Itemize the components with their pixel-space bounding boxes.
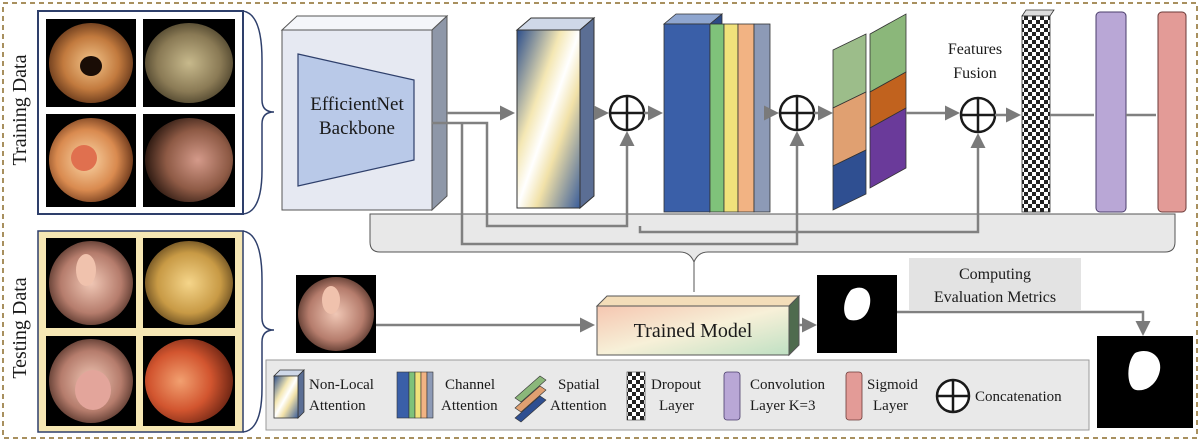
pipeline-arrows <box>432 105 1156 246</box>
legend-non-local-line1: Non-Local <box>309 377 374 393</box>
metrics-box <box>909 258 1081 310</box>
convolution-layer-block <box>1095 11 1127 213</box>
legend-conv-line2: Layer K=3 <box>750 398 816 414</box>
legend-sigmoid-line1: Sigmoid <box>867 377 918 393</box>
concat-circle-1 <box>608 94 646 132</box>
legend-sigmoid-line2: Layer <box>873 398 908 414</box>
legend-concat-label: Concatenation <box>975 389 1062 405</box>
ground-truth-mask-shape <box>1128 350 1161 391</box>
concat-circle-3 <box>959 96 997 134</box>
legend-dropout-icon <box>626 371 646 421</box>
backbone-label-line2: Backbone <box>319 118 395 139</box>
legend-conv-line1: Convolution <box>750 377 826 393</box>
legend-spatial-icon <box>514 375 547 423</box>
legend-channel-line2: Attention <box>441 398 498 414</box>
training-data-label: Training Data <box>9 54 31 165</box>
testing-image-4 <box>145 339 233 423</box>
testing-brace <box>242 230 275 433</box>
legend-non-local-line2: Attention <box>309 398 366 414</box>
backbone-label-line1: EfficientNet <box>310 94 404 115</box>
training-image-4 <box>145 118 233 202</box>
predicted-mask-shape <box>844 287 871 321</box>
legend-sigmoid-icon <box>845 371 863 421</box>
legend: Non-Local Attention Channel Attention Sp… <box>265 359 1090 431</box>
legend-dropout-line1: Dropout <box>651 377 702 393</box>
legend-spatial-line1: Spatial <box>558 377 600 393</box>
features-fusion-line1: Features <box>948 41 1002 58</box>
legend-channel-line1: Channel <box>445 377 495 393</box>
trained-model-label: Trained Model <box>634 320 753 342</box>
testing-data-label: Testing Data <box>9 277 31 378</box>
legend-channel-icon <box>396 371 434 419</box>
channel-attention-block <box>662 13 771 213</box>
legend-concat-icon <box>935 378 971 414</box>
legend-dropout-line2: Layer <box>659 398 694 414</box>
efficientnet-backbone: EfficientNet Backbone <box>280 14 449 212</box>
training-brace <box>242 10 275 215</box>
trained-model-block: Trained Model <box>595 294 801 357</box>
spatial-attention-block <box>832 13 907 211</box>
testing-images-panel <box>37 230 275 433</box>
training-feedback-band <box>369 213 1176 264</box>
training-images-panel <box>37 10 275 215</box>
legend-conv-icon <box>723 371 741 421</box>
sigmoid-layer-block <box>1157 11 1187 213</box>
dropout-layer-block <box>1021 9 1055 213</box>
metrics-arrow <box>897 310 1151 336</box>
training-image-2 <box>145 23 233 103</box>
legend-non-local-icon <box>273 369 305 419</box>
concat-circle-2 <box>778 94 816 132</box>
non-local-attention-block <box>515 16 596 210</box>
test-input-polyp <box>298 277 374 351</box>
testing-image-2 <box>145 241 233 325</box>
metrics-label-line1: Computing <box>959 266 1031 283</box>
legend-spatial-line2: Attention <box>550 398 607 414</box>
metrics-label-line2: Evaluation Metrics <box>934 289 1056 306</box>
features-fusion-line2: Fusion <box>953 65 997 82</box>
